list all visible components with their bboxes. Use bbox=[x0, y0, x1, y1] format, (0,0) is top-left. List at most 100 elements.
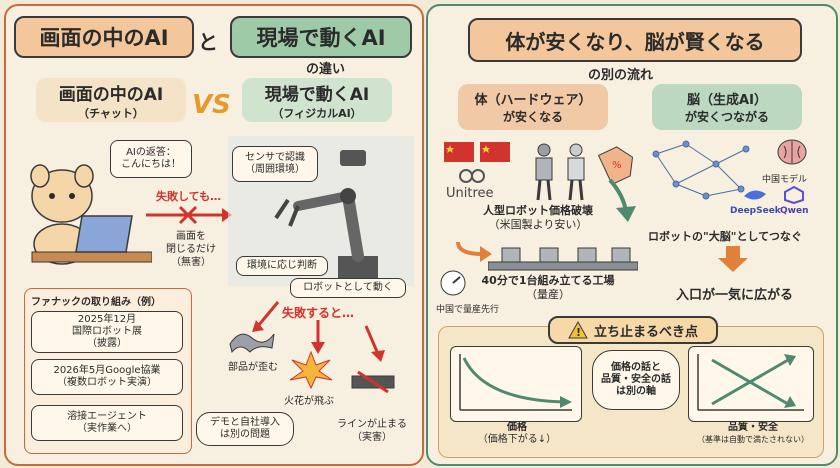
demo-line1: デモと自社導入 bbox=[210, 417, 280, 428]
price-text: 人型ロボット価格破壊 （米国製より安い） bbox=[468, 204, 608, 232]
connect-down-arrow bbox=[718, 246, 748, 272]
right-subtitle: の別の流れ bbox=[588, 68, 654, 83]
price-down-arrow bbox=[608, 178, 636, 222]
col-a-head: 画面の中のAI bbox=[58, 84, 164, 105]
china-first-label: 中国で量産先行 bbox=[436, 305, 500, 315]
axis-quality-label: 品質・安全 （基準は自動で満たされない） bbox=[686, 422, 820, 446]
fail-a-result: 画面を 閉じるだけ （無害） bbox=[156, 230, 226, 269]
center-line1: 価格の話と bbox=[611, 362, 661, 373]
col-b-header: 現場で動くAI （フィジカルAI） bbox=[242, 78, 392, 122]
svg-text:!: ! bbox=[576, 326, 581, 339]
col-a-sub: （チャット） bbox=[78, 106, 144, 120]
chat-bubble: AIの返答： こんにちは！ bbox=[110, 140, 192, 178]
robot-move-text: ロボットとして動く bbox=[303, 282, 393, 293]
demo-note: デモと自社導入 は別の問題 bbox=[196, 412, 294, 446]
fail-a-result-1: 画面を bbox=[176, 231, 206, 242]
body-head-2: が安くなる bbox=[502, 110, 563, 124]
line-stop-icon bbox=[351, 370, 395, 394]
right-panel: 体が安くなり、脳が賢くなる の別の流れ 体（ハードウェア） が安くなる 脳（生成… bbox=[426, 4, 838, 466]
deepseek-logo-icon bbox=[744, 190, 766, 200]
quality-crossing-chart bbox=[697, 354, 804, 411]
fanuc-1-line3: （披露） bbox=[87, 338, 127, 349]
fanuc-1-line1: 2025年12月 bbox=[77, 314, 137, 325]
china-flag-icon-2 bbox=[480, 142, 510, 162]
fanuc-3-line2: （実作業へ） bbox=[77, 423, 137, 434]
fail-a-result-3: （無害） bbox=[171, 257, 211, 268]
body-head-1: 体（ハードウェア） bbox=[474, 93, 592, 108]
fanuc-2-line1: 2026年5月Google協業 bbox=[53, 365, 161, 376]
robot-move-box: ロボットとして動く bbox=[290, 278, 406, 298]
fail-b-label: 失敗すると… bbox=[282, 306, 355, 320]
axis-quality-1: 品質・安全 bbox=[728, 422, 778, 433]
col-b-head: 現場で動くAI bbox=[264, 84, 370, 105]
vs-badge: VS bbox=[192, 90, 231, 120]
svg-text:%: % bbox=[612, 160, 622, 171]
title-b-banner: 現場で動くAI bbox=[230, 16, 412, 58]
qwen-label: Qwen bbox=[780, 206, 809, 216]
body-header: 体（ハードウェア） が安くなる bbox=[458, 84, 608, 130]
china-flag-icon bbox=[444, 142, 474, 162]
deepseek-label: DeepSeek bbox=[730, 206, 781, 216]
title-subtitle: の違い bbox=[306, 62, 346, 77]
fanuc-2-line2: （複数ロボット実演） bbox=[57, 377, 157, 388]
brain-header: 脳（生成AI） が安くつながる bbox=[652, 84, 802, 130]
fanuc-item-1: 2025年12月 国際ロボット展 （披露） bbox=[31, 311, 183, 353]
factory-line2: （量産） bbox=[526, 288, 570, 301]
fail-b-arrows bbox=[252, 301, 385, 362]
price-line2: （米国製より安い） bbox=[488, 218, 588, 231]
right-title-banner: 体が安くなり、脳が賢くなる bbox=[468, 18, 802, 62]
col-b-sub: （フィジカルAI） bbox=[272, 106, 362, 120]
harm-3-line1: ラインが止まる bbox=[337, 419, 407, 430]
fanuc-item-2: 2026年5月Google協業 （複数ロボット実演） bbox=[31, 359, 183, 395]
price-decline-chart bbox=[459, 354, 572, 411]
left-panel: 画面の中のAI と 現場で動くAI の違い 画面の中のAI （チャット） VS … bbox=[4, 4, 424, 466]
title-a-banner: 画面の中のAI bbox=[14, 16, 194, 58]
bent-part-icon bbox=[229, 333, 275, 354]
cat-with-laptop-illustration bbox=[30, 164, 152, 265]
center-bubble: 価格の話と 品質・安全の話 は別の軸 bbox=[592, 350, 680, 410]
chat-bubble-line2: こんにちは！ bbox=[121, 159, 181, 170]
qwen-logo-icon bbox=[784, 186, 804, 204]
title-and: と bbox=[198, 30, 218, 54]
factory-flow-arrow bbox=[456, 241, 492, 262]
title-b: 現場で動くAI bbox=[256, 26, 386, 50]
humanoid-robots-illustration bbox=[535, 143, 585, 201]
caution-text: 立ち止まるべき点 bbox=[593, 324, 698, 340]
fanuc-3-line1: 溶接エージェント bbox=[67, 411, 147, 422]
sensor-line2: （周囲環境） bbox=[245, 164, 305, 175]
gauge-icon bbox=[440, 270, 466, 296]
factory-line1: 40分で1台組み立てる工場 bbox=[481, 274, 615, 287]
harm-3-line2: （実害） bbox=[352, 432, 392, 443]
unitree-label: Unitree bbox=[446, 186, 494, 201]
brain-icon bbox=[777, 139, 807, 165]
brain-head-1: 脳（生成AI） bbox=[687, 93, 767, 108]
judge-text: 環境に応じ判断 bbox=[247, 260, 317, 271]
spark-icon bbox=[289, 350, 333, 390]
fanuc-head: ファナックの取り組み（例） bbox=[31, 297, 161, 308]
fail-a-arrow bbox=[146, 205, 232, 225]
price-line1: 人型ロボット価格破壊 bbox=[483, 204, 593, 217]
col-a-header: 画面の中のAI （チャット） bbox=[36, 78, 186, 122]
axis-price-2: （価格下がる↓） bbox=[477, 434, 557, 445]
fanuc-item-3: 溶接エージェント （実作業へ） bbox=[31, 405, 183, 441]
entry-label: 入口が一気に広がる bbox=[676, 288, 794, 303]
caution-banner: ! 立ち止まるべき点 bbox=[548, 316, 718, 344]
price-tag-icon: % bbox=[598, 146, 634, 184]
sensor-line1: センサで認識 bbox=[245, 152, 305, 163]
fail-a-label: 失敗しても… bbox=[156, 190, 222, 203]
harm-2: 火花が飛ぶ bbox=[284, 396, 334, 407]
center-line3: は別の軸 bbox=[616, 386, 656, 397]
fanuc-1-line2: 国際ロボット展 bbox=[72, 326, 142, 337]
demo-line2: は別の問題 bbox=[220, 429, 270, 440]
axis-price-1: 価格 bbox=[507, 422, 527, 433]
factory-text: 40分で1台組み立てる工場 （量産） bbox=[468, 274, 628, 302]
fail-a-result-2: 閉じるだけ bbox=[166, 244, 216, 255]
warning-icon: ! bbox=[568, 321, 588, 339]
fanuc-box: ファナックの取り組み（例） 2025年12月 国際ロボット展 （披露） 2026… bbox=[24, 288, 192, 454]
harm-1: 部品が歪む bbox=[228, 362, 278, 373]
unitree-logo-icon bbox=[459, 169, 485, 183]
brain-head-2: が安くつながる bbox=[684, 110, 769, 124]
factory-line-illustration bbox=[488, 247, 638, 271]
center-line2: 品質・安全の話 bbox=[601, 374, 671, 385]
judge-box: 環境に応じ判断 bbox=[236, 256, 328, 276]
